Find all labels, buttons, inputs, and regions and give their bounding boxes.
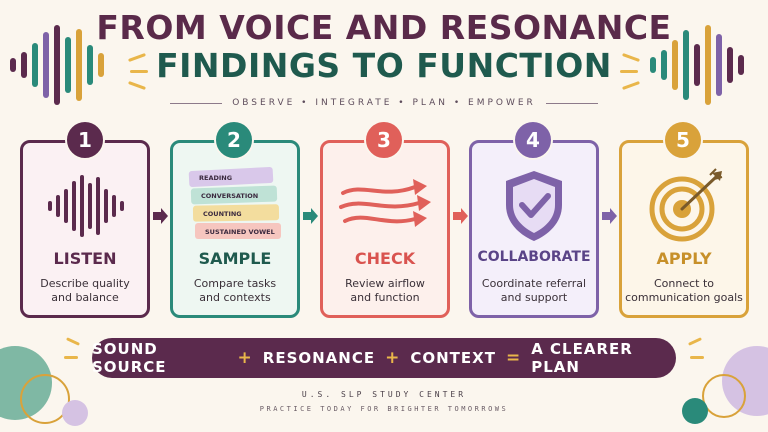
step-2-number: 2 [227, 128, 241, 152]
step-1-title: LISTEN [53, 249, 117, 268]
left-soundwave-bars [10, 20, 120, 110]
step-1-desc-line1: Describe quality [40, 277, 130, 290]
step-1-desc-line2: and balance [51, 291, 119, 304]
sample-tag-conversation: CONVERSATION [201, 192, 258, 200]
right-soundwave-bars [650, 20, 760, 110]
step-2-badge: 2 [214, 120, 254, 160]
arrow-2-3 [303, 208, 318, 224]
step-5-card: APPLY Connect to communication goals [619, 140, 749, 318]
step-5-title: APPLY [656, 249, 712, 268]
step-2-description: Compare tasks and contexts [173, 277, 297, 305]
deco-circle-teal-right [682, 398, 708, 424]
step-1-card: LISTEN Describe quality and balance [20, 140, 150, 318]
step-2-desc-line2: and contexts [199, 291, 271, 304]
step-5-desc-line2: communication goals [625, 291, 743, 304]
banner-plus-2: + [385, 348, 401, 368]
arrow-4-5 [602, 208, 617, 224]
step-1-badge: 1 [65, 120, 105, 160]
arrow-1-2 [153, 208, 168, 224]
shield-check-icon [506, 171, 562, 241]
subtitle-divider-right [545, 102, 599, 104]
step-4-desc-line2: and support [500, 291, 568, 304]
step-3-number: 3 [377, 128, 391, 152]
subtitle-divider-left [170, 102, 223, 104]
step-5-badge: 5 [663, 120, 703, 160]
banner-resonance: RESONANCE [262, 349, 376, 367]
summary-banner: SOUND SOURCE + RESONANCE + CONTEXT = A C… [92, 338, 676, 378]
footer-organization: U.S. SLP STUDY CENTER [301, 390, 467, 399]
banner-clearer-plan: A CLEARER PLAN [531, 340, 633, 376]
deco-circle-lilac-left [62, 400, 88, 426]
step-1-description: Describe quality and balance [23, 277, 147, 305]
page-title-line1: FROM VOICE AND RESONANCE [96, 8, 672, 47]
step-4-title: COLLABORATE [477, 249, 591, 265]
step-3-title: CHECK [354, 249, 416, 268]
sample-tag-counting: COUNTING [203, 210, 242, 218]
step-4-desc-line1: Coordinate referral [481, 277, 587, 290]
deco-ring-gold-right [702, 374, 746, 418]
footer-tagline: PRACTICE TODAY FOR BRIGHTER TOMORROWS [259, 405, 509, 413]
step-5-description: Connect to communication goals [622, 277, 746, 305]
subtitle-row: OBSERVE • INTEGRATE • PLAN • EMPOWER [170, 95, 599, 111]
deco-ring-gold-left [20, 374, 70, 424]
subtitle: OBSERVE • INTEGRATE • PLAN • EMPOWER [232, 98, 536, 108]
sample-tag-reading: READING [199, 174, 232, 182]
airflow-arrows-icon [339, 179, 431, 227]
step-2-card: READING CONVERSATION COUNTING SUSTAINED … [170, 140, 300, 318]
target-icon [649, 168, 723, 242]
step-5-desc-line1: Connect to [653, 277, 715, 290]
waveform-icon [48, 175, 124, 237]
arrow-3-4 [453, 208, 468, 224]
step-4-badge: 4 [513, 120, 553, 160]
sample-tag-sustained-vowel: SUSTAINED VOWEL [205, 228, 275, 236]
banner-context: CONTEXT [410, 349, 496, 367]
step-5-number: 5 [676, 128, 690, 152]
step-2-desc-line1: Compare tasks [193, 277, 277, 290]
step-1-number: 1 [78, 128, 92, 152]
banner-sound-source: SOUND SOURCE [92, 340, 167, 376]
sample-tags-icon: READING CONVERSATION COUNTING SUSTAINED … [188, 166, 281, 239]
step-4-number: 4 [526, 128, 540, 152]
step-4-description: Coordinate referral and support [472, 277, 596, 305]
page-title-line2: FINDINGS TO FUNCTION [156, 46, 612, 85]
step-3-description: Review airflow and function [323, 277, 447, 305]
step-3-desc-line2: and function [350, 291, 420, 304]
step-3-desc-line1: Review airflow [345, 277, 425, 290]
step-4-card: COLLABORATE Coordinate referral and supp… [469, 140, 599, 318]
banner-equals: = [505, 348, 522, 368]
banner-plus-1: + [237, 348, 253, 368]
step-3-badge: 3 [364, 120, 404, 160]
step-3-card: CHECK Review airflow and function [320, 140, 450, 318]
step-2-title: SAMPLE [198, 249, 272, 268]
